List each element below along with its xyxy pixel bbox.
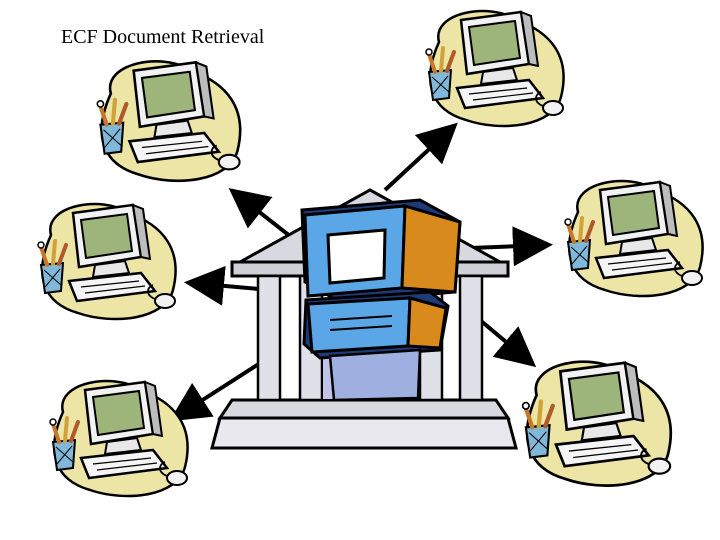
workstation-top-left: [97, 61, 240, 180]
workstation-mid-right: [565, 181, 703, 296]
arrow-mid-right: [469, 226, 553, 267]
workstation-mid-left: [38, 204, 176, 319]
arrow-top-right: [383, 122, 458, 192]
diagram-title: ECF Document Retrieval: [61, 26, 265, 48]
workstation-bottom-left: [50, 381, 188, 496]
workstation-bottom-right: [523, 362, 671, 486]
arrow-bottom-left: [169, 358, 267, 422]
arrow-top-left: [228, 188, 297, 242]
server-courthouse-icon: [210, 188, 518, 450]
workstation-top-right: [426, 11, 564, 126]
